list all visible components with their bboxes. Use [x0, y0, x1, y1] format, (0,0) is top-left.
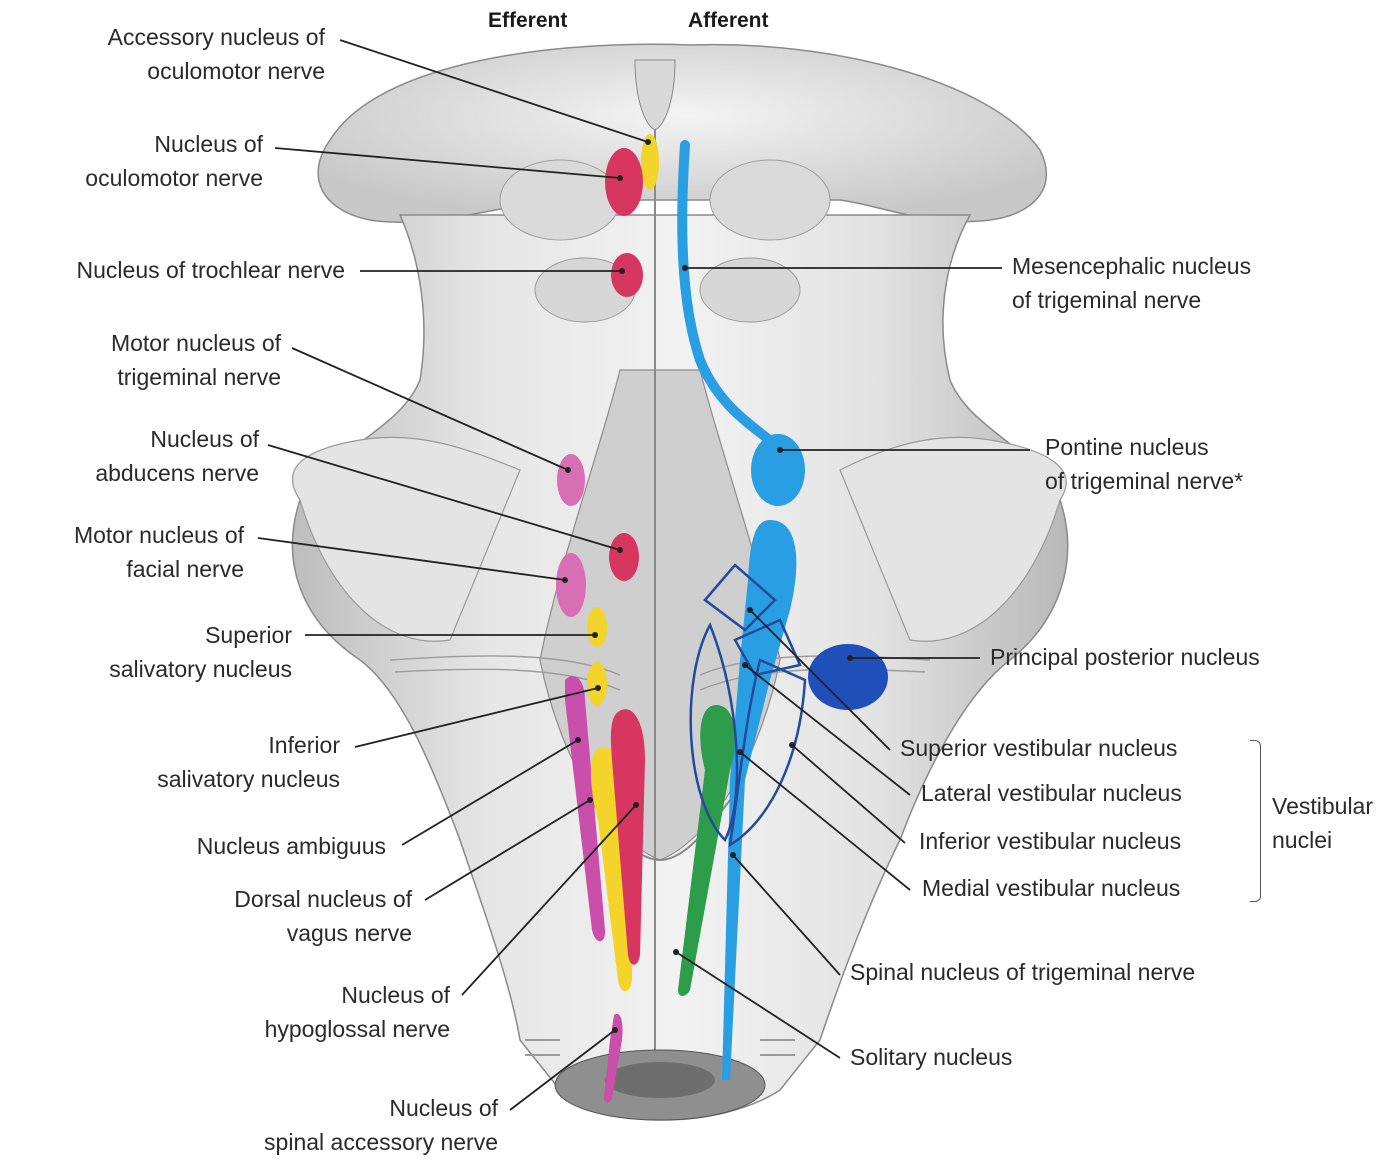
trochlear-leader-dot [619, 268, 625, 274]
group-line-2: nuclei [1272, 823, 1373, 857]
label-line: Inferior vestibular nucleus [919, 824, 1181, 858]
label-line: salivatory nucleus [157, 762, 340, 796]
label-line: Mesencephalic nucleus [1012, 249, 1251, 283]
dorsal-vagus-leader-dot [587, 797, 593, 803]
inferior-vestibular-leader-dot [789, 742, 795, 748]
label-line: Superior [109, 618, 292, 652]
solitary-leader-dot [673, 949, 679, 955]
label-medial-vestibular: Medial vestibular nucleus [922, 871, 1180, 905]
abducens-leader-dot [617, 547, 623, 553]
label-spinal-accessory: Nucleus ofspinal accessory nerve [264, 1091, 498, 1159]
label-line: hypoglossal nerve [265, 1012, 450, 1046]
label-line: Accessory nucleus of [108, 20, 325, 54]
label-line: oculomotor nerve [108, 54, 325, 88]
label-line: Solitary nucleus [850, 1040, 1012, 1074]
label-line: abducens nerve [95, 456, 259, 490]
pontine-trigeminal-leader-dot [777, 447, 783, 453]
pontine-trigeminal-nucleus [751, 434, 805, 506]
label-line: Nucleus ambiguus [197, 829, 386, 863]
label-line: spinal accessory nerve [264, 1125, 498, 1159]
motor-trigeminal-leader-dot [565, 467, 571, 473]
superior-vestibular-leader-dot [747, 607, 753, 613]
spinal-trigeminal-leader-dot [730, 852, 736, 858]
label-nucleus-ambiguus: Nucleus ambiguus [197, 829, 386, 863]
oculomotor-leader-dot [617, 175, 623, 181]
right-superior-colliculus [710, 160, 830, 240]
label-motor-trigeminal: Motor nucleus oftrigeminal nerve [111, 326, 281, 394]
label-line: oculomotor nerve [85, 161, 263, 195]
motor-facial-leader-dot [562, 577, 568, 583]
spinal-grey [605, 1062, 715, 1098]
label-line: Nucleus of [265, 978, 450, 1012]
group-line-1: Vestibular [1272, 789, 1373, 823]
label-line: Superior vestibular nucleus [900, 731, 1177, 765]
label-line: trigeminal nerve [111, 360, 281, 394]
label-principal-posterior: Principal posterior nucleus [990, 640, 1260, 674]
label-line: Dorsal nucleus of [234, 882, 412, 916]
superior-salivatory-nucleus [587, 607, 607, 647]
label-line: Nucleus of trochlear nerve [77, 253, 345, 287]
label-line: Motor nucleus of [74, 518, 244, 552]
label-spinal-trigeminal: Spinal nucleus of trigeminal nerve [850, 955, 1195, 989]
label-inferior-vestibular: Inferior vestibular nucleus [919, 824, 1181, 858]
label-line: Inferior [157, 728, 340, 762]
hypoglossal-leader-dot [633, 802, 639, 808]
label-line: Motor nucleus of [111, 326, 281, 360]
label-superior-vestibular: Superior vestibular nucleus [900, 731, 1177, 765]
abducens-nucleus [609, 533, 639, 581]
label-line: of trigeminal nerve [1012, 283, 1251, 317]
principal-posterior-shape [808, 644, 888, 710]
label-line: Principal posterior nucleus [990, 640, 1260, 674]
label-superior-salivatory: Superiorsalivatory nucleus [109, 618, 292, 686]
label-solitary: Solitary nucleus [850, 1040, 1012, 1074]
trochlear-nucleus [611, 253, 643, 297]
vestibular-bracket [1250, 740, 1261, 902]
spinal-accessory-leader-dot [612, 1027, 618, 1033]
efferent-header: Efferent [488, 9, 567, 33]
afferent-header: Afferent [688, 9, 769, 33]
principal-posterior-leader-dot [847, 655, 853, 661]
mesencephalic-trigeminal-leader-dot [682, 265, 688, 271]
label-trochlear: Nucleus of trochlear nerve [77, 253, 345, 287]
label-line: Medial vestibular nucleus [922, 871, 1180, 905]
motor-facial-nucleus [556, 553, 586, 617]
oculomotor-nucleus [605, 148, 643, 216]
vestibular-nuclei-label: Vestibular nuclei [1272, 789, 1373, 857]
label-line: Nucleus of [95, 422, 259, 456]
label-line: Pontine nucleus [1045, 430, 1243, 464]
label-line: of trigeminal nerve* [1045, 464, 1243, 498]
label-line: Nucleus of [85, 127, 263, 161]
medial-vestibular-leader-dot [737, 749, 743, 755]
label-line: facial nerve [74, 552, 244, 586]
superior-salivatory-leader-dot [592, 632, 598, 638]
accessory-oculomotor-leader-dot [645, 139, 651, 145]
lateral-vestibular-leader-dot [742, 662, 748, 668]
motor-trigeminal-nucleus [557, 454, 585, 506]
label-line: Nucleus of [264, 1091, 498, 1125]
label-lateral-vestibular: Lateral vestibular nucleus [921, 776, 1182, 810]
inferior-salivatory-nucleus [587, 662, 607, 706]
label-line: Spinal nucleus of trigeminal nerve [850, 955, 1195, 989]
label-line: Lateral vestibular nucleus [921, 776, 1182, 810]
label-line: salivatory nucleus [109, 652, 292, 686]
inferior-salivatory-leader-dot [595, 685, 601, 691]
label-line: vagus nerve [234, 916, 412, 950]
nucleus-ambiguus-leader-dot [575, 737, 581, 743]
